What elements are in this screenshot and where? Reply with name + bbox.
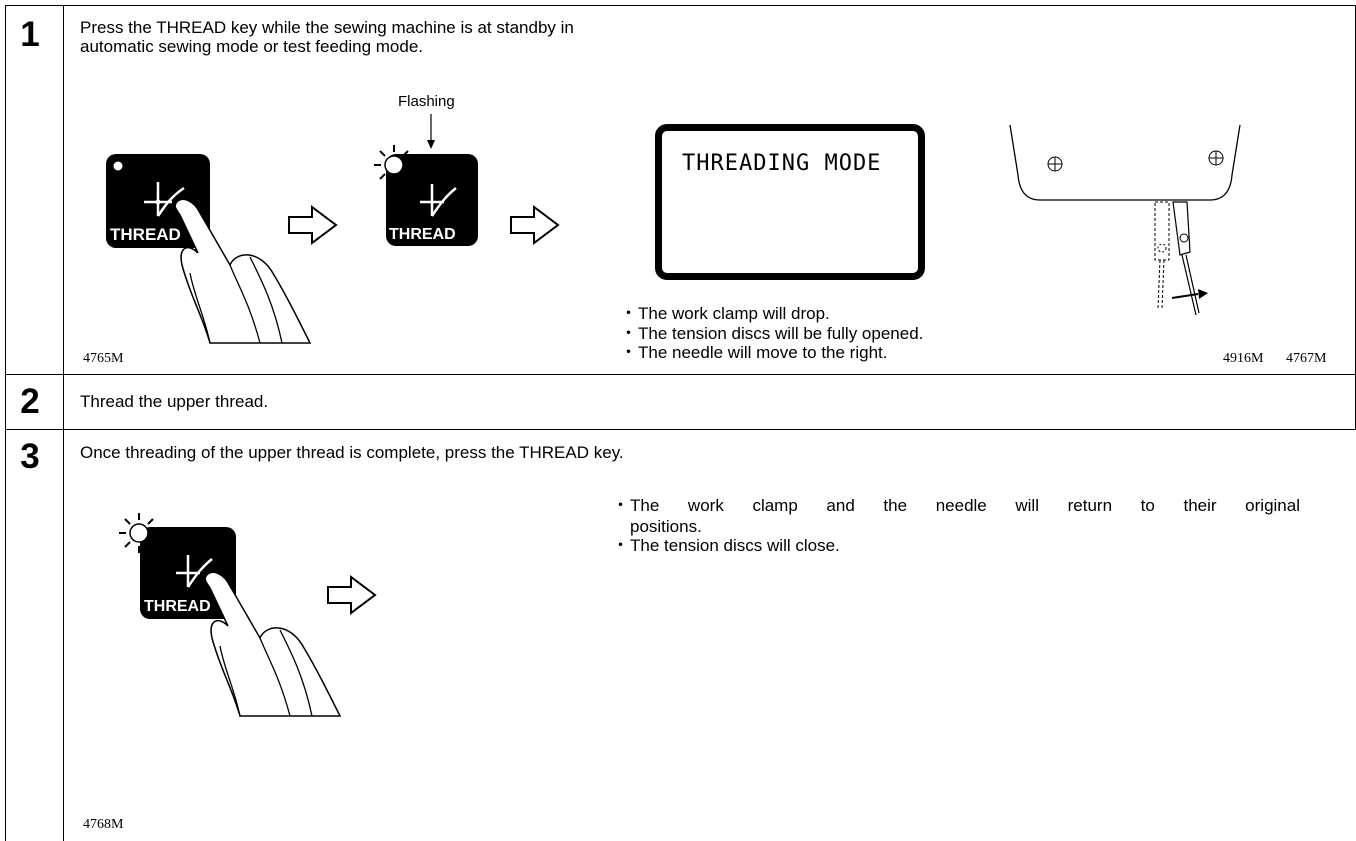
step-number-1: 1 (20, 15, 40, 54)
arrow-right-icon (510, 205, 560, 245)
thread-key-icon: THREAD (140, 527, 236, 619)
lcd-display: THREADING MODE (655, 124, 925, 280)
thread-key-icon: THREAD (386, 154, 478, 246)
flashing-pointer-arrow-icon (427, 114, 435, 149)
thread-key-label: THREAD (389, 226, 456, 243)
step-2-instruction: Thread the upper thread. (80, 392, 269, 411)
thread-key-label: THREAD (110, 225, 181, 244)
arrow-right-icon (327, 575, 377, 615)
lcd-display-text: THREADING MODE (682, 151, 882, 176)
needle-bar-icon (1009, 124, 1241, 316)
step-3-instruction: Once threading of the upper thread is co… (80, 443, 624, 462)
figure-code: 4916M (1223, 351, 1264, 366)
arrow-right-icon (288, 205, 338, 245)
table-border-top (5, 5, 1356, 6)
step-number-2: 2 (20, 382, 40, 421)
step-1-instruction-line-2: automatic sewing mode or test feeding mo… (80, 37, 424, 56)
flashing-led-icon (119, 513, 159, 553)
step-1-instruction-line-1: Press the THREAD key while the sewing ma… (80, 18, 574, 37)
column-divider (63, 5, 64, 841)
figure-code: 4765M (83, 351, 124, 366)
flashing-led-icon (374, 145, 414, 185)
flashing-label: Flashing (398, 93, 455, 110)
thread-key-label: THREAD (144, 598, 211, 615)
row-divider-2 (5, 429, 1356, 430)
pointing-hand-icon (204, 571, 342, 717)
figure-code: 4768M (83, 817, 124, 832)
step-3-bullet-1-line-1: The work clamp and the needle will retur… (630, 496, 1300, 515)
figure-code: 4767M (1286, 351, 1327, 366)
table-border-left (5, 5, 6, 841)
row-divider-1 (5, 374, 1356, 375)
step-3-bullet-1-line-2: positions. (630, 517, 702, 536)
pointing-hand-icon (174, 198, 312, 344)
step-number-3: 3 (20, 437, 40, 476)
